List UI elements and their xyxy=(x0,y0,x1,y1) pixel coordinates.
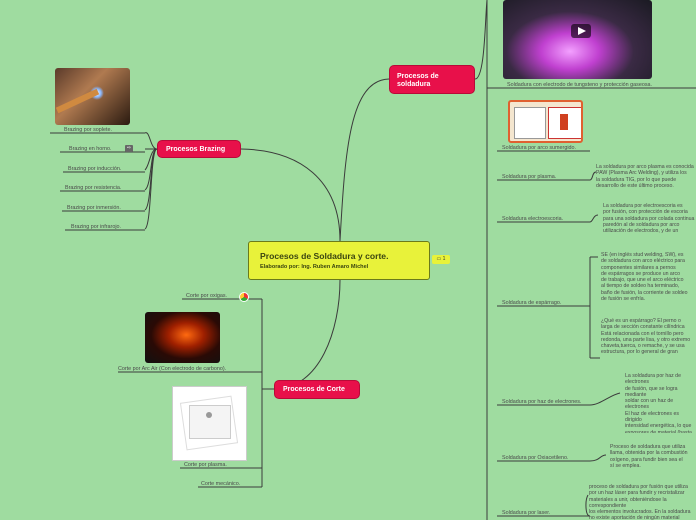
topic-label: Procesos Brazing xyxy=(166,146,226,153)
brazing-soplete-image[interactable] xyxy=(55,68,130,125)
note-laser: proceso de soldadura por fusión que util… xyxy=(589,484,691,520)
leaf-brazing-resistencia[interactable]: Brazing por resistencia. xyxy=(65,185,122,191)
topic-label: Procesos de soldadura xyxy=(397,73,439,88)
note-esparrago-2: ¿Qué es un espárrago? El perno o larga d… xyxy=(601,318,691,356)
attachment-icon[interactable] xyxy=(239,292,249,302)
play-icon[interactable] xyxy=(578,27,586,35)
leaf-corte-mecanico[interactable]: Corte mecánico. xyxy=(201,481,241,487)
topic-procesos-corte[interactable]: Procesos de Corte xyxy=(274,380,360,399)
note-esparrago-1: SE (en inglés stud welding, SW), es de s… xyxy=(601,252,688,303)
leaf-soldadura-plasma[interactable]: Soldadura por plasma. xyxy=(502,174,557,180)
leaf-brazing-horno[interactable]: Brazing en horno. xyxy=(69,146,112,152)
video-thumbnail[interactable] xyxy=(503,0,652,79)
leaf-brazing-soplete[interactable]: Brazing por soplete. xyxy=(64,127,112,133)
leaf-soldadura-arco-sumergido[interactable]: Soldadura por arco sumergido. xyxy=(502,145,577,151)
comment-badge[interactable]: ▭ 1 xyxy=(432,255,450,264)
leaf-soldadura-haz-electrones[interactable]: Soldadura por haz de electrones. xyxy=(502,399,582,405)
arc-air-image[interactable] xyxy=(145,312,220,363)
note-haz-electrones: La soldadura por haz de electrones de fu… xyxy=(625,373,692,433)
arco-sumergido-image[interactable] xyxy=(508,100,583,143)
link-icon[interactable]: ⇨ xyxy=(125,145,133,152)
leaf-corte-arc-air[interactable]: Corte por Arc Air (Con electrodo de carb… xyxy=(118,366,227,372)
central-topic[interactable]: Procesos de Soldadura y corte. Elaborado… xyxy=(248,241,430,280)
leaf-brazing-infrarojo[interactable]: Brazing por infrarojo. xyxy=(71,224,122,230)
leaf-soldadura-tungsteno[interactable]: Soldadura con electrodo de tungsteno y p… xyxy=(507,82,653,88)
leaf-soldadura-electroescoria[interactable]: Soldadura electroescoria. xyxy=(502,216,564,222)
leaf-soldadura-oxiacetileno[interactable]: Soldadura por Oxiacetileno. xyxy=(502,455,569,461)
leaf-corte-oxigas[interactable]: Corte por oxigas. xyxy=(186,293,228,299)
leaf-brazing-inmersion[interactable]: Brazing por inmersión. xyxy=(67,205,121,211)
topic-label: Procesos de Corte xyxy=(283,386,345,393)
plasma-image-placeholder[interactable] xyxy=(172,386,247,461)
topic-procesos-soldadura[interactable]: Procesos de soldadura xyxy=(389,65,475,94)
leaf-brazing-induccion[interactable]: Brazing por inducción. xyxy=(68,166,122,172)
comment-icon: ▭ xyxy=(436,256,442,262)
leaf-soldadura-laser[interactable]: Soldadura por laser. xyxy=(502,510,551,516)
note-electroescoria: La soldadura por electroescoria es por f… xyxy=(603,203,695,235)
note-plasma: La soldadura por arco plasma es conocida… xyxy=(596,164,694,189)
leaf-corte-plasma[interactable]: Corte por plasma. xyxy=(184,462,227,468)
note-oxiacetileno: Proceso de soldadura que utiliza llama, … xyxy=(610,444,688,469)
leaf-soldadura-esparrago[interactable]: Soldadura de espárrago. xyxy=(502,300,562,306)
central-title: Procesos de Soldadura y corte. xyxy=(260,251,389,261)
comment-count: 1 xyxy=(442,256,446,262)
topic-procesos-brazing[interactable]: Procesos Brazing xyxy=(157,140,241,158)
central-subtitle: Elaborado por: Ing. Ruben Amaro Michel xyxy=(260,264,369,270)
